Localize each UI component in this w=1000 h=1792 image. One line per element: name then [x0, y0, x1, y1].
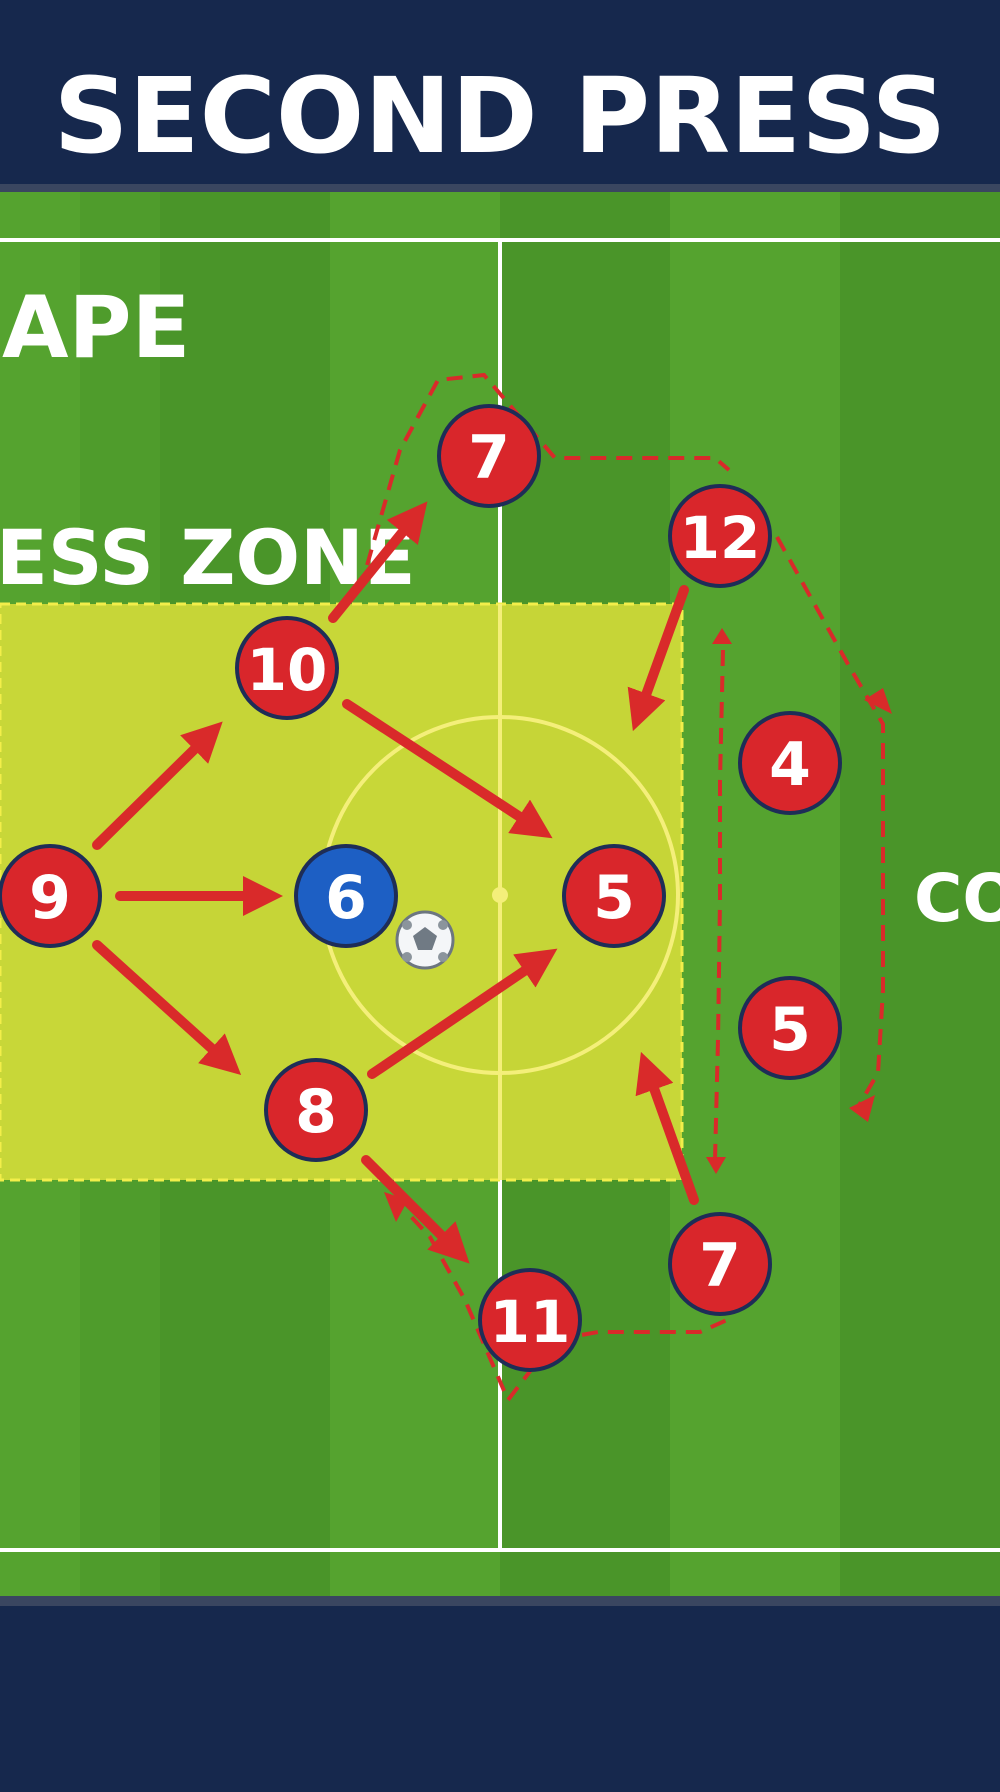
cover-arrowhead-vertical-top: [712, 628, 732, 644]
player-10[interactable]: 10: [235, 616, 339, 720]
cover-outlines: [358, 372, 885, 1404]
player-12[interactable]: 12: [668, 484, 772, 588]
player-5-right[interactable]: 5: [738, 976, 842, 1080]
header-divider: [0, 184, 1000, 192]
player-number: 10: [247, 636, 328, 704]
player-8[interactable]: 8: [264, 1058, 368, 1162]
cover-arrowhead-right-bottom: [849, 1095, 875, 1122]
player-number: 5: [769, 995, 811, 1065]
cover-arrowhead-right-top: [864, 688, 892, 714]
player-number: 9: [29, 863, 71, 933]
footer-bar: [0, 1606, 1000, 1792]
pass-arrows: [92, 501, 699, 1264]
label-shape: APE: [2, 278, 190, 378]
player-number: 4: [769, 730, 811, 800]
page-title: SECOND PRESS: [54, 55, 947, 177]
arrow-12-to-5: [627, 585, 689, 732]
footer-divider: [0, 1596, 1000, 1606]
player-7-bottom[interactable]: 7: [668, 1212, 772, 1316]
header-bar: [0, 0, 1000, 188]
center-spot: [492, 887, 508, 903]
arrow-9-to-10: [92, 721, 223, 850]
right-vertical-path: [713, 649, 725, 1161]
player-11[interactable]: 11: [478, 1268, 582, 1372]
cover-arrowheads: [384, 628, 892, 1222]
player-7-top[interactable]: 7: [437, 404, 541, 508]
lower-cover-path: [403, 1208, 772, 1404]
cover-arrowhead-vertical-bottom: [706, 1157, 726, 1174]
player-number: 7: [468, 423, 510, 493]
arrow-8-to-5: [367, 948, 558, 1079]
cover-arrowhead-lower-left: [384, 1192, 408, 1222]
player-number: 7: [699, 1231, 741, 1301]
arrow-10-to-5: [342, 699, 553, 839]
player-number: 6: [325, 863, 367, 933]
soccer-ball-icon[interactable]: [395, 910, 455, 970]
player-6-opponent[interactable]: 6: [294, 844, 398, 948]
label-cover: COV: [914, 860, 1000, 937]
upper-cover-path: [358, 372, 731, 591]
player-4[interactable]: 4: [738, 711, 842, 815]
arrow-7-to-5: [635, 1051, 699, 1205]
player-number: 5: [593, 863, 635, 933]
player-5-center[interactable]: 5: [562, 844, 666, 948]
player-number: 12: [680, 504, 761, 572]
arrow-9-to-8: [92, 940, 242, 1076]
player-number: 8: [295, 1077, 337, 1147]
arrow-10-to-7: [328, 501, 428, 623]
right-cover-path: [775, 536, 885, 1109]
player-9[interactable]: 9: [0, 844, 102, 948]
player-number: 11: [490, 1288, 571, 1356]
label-press-zone: ESS ZONE: [0, 513, 416, 602]
arrow-8-to-11: [361, 1155, 470, 1264]
